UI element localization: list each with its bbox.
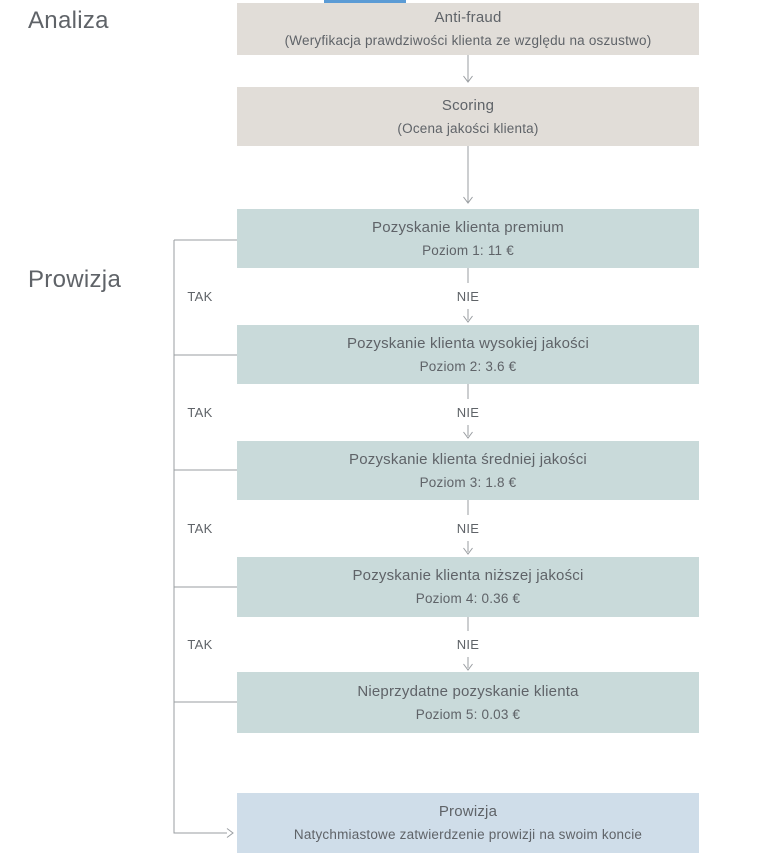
tak-label-3: TAK [187, 521, 213, 536]
tak-label-4: TAK [187, 637, 213, 652]
flow-step-high-quality: Pozyskanie klienta wysokiej jakości Pozi… [237, 325, 699, 384]
nie-label-3: NIE [456, 521, 480, 536]
arrowhead-down-icon [463, 431, 473, 439]
flow-step-title: Prowizja [438, 803, 498, 821]
arrowhead-down-icon [463, 75, 473, 83]
flow-step-subtitle: (Weryfikacja prawdziwości klienta ze wzg… [284, 33, 652, 49]
flow-step-subtitle: Poziom 1: 11 € [422, 242, 514, 258]
tak-label-1: TAK [187, 289, 213, 304]
arrowhead-down-icon [463, 196, 473, 204]
nie-label-4: NIE [456, 637, 480, 652]
arrowhead-down-icon [463, 547, 473, 555]
flow-step-title: Pozyskanie klienta średniej jakości [349, 450, 587, 468]
flow-step-unusable: Nieprzydatne pozyskanie klienta Poziom 5… [237, 672, 699, 733]
section-label-prowizja: Prowizja [28, 266, 122, 293]
nie-label-2: NIE [456, 405, 480, 420]
partial-top-box [324, 0, 406, 3]
flow-step-title: Scoring [441, 96, 495, 114]
arrowhead-down-icon [463, 663, 473, 671]
tak-label-2: TAK [187, 405, 213, 420]
nie-label-1: NIE [456, 289, 480, 304]
flow-step-title: Pozyskanie klienta niższej jakości [352, 567, 584, 585]
flow-step-anti-fraud: Anti-fraud (Weryfikacja prawdziwości kli… [237, 3, 699, 55]
flow-step-subtitle: (Ocena jakości klienta) [397, 120, 539, 136]
arrowhead-down-icon [463, 315, 473, 323]
flow-step-subtitle: Natychmiastowe zatwierdzenie prowizji na… [293, 827, 643, 843]
flow-step-subtitle: Poziom 3: 1.8 € [419, 474, 517, 490]
tak-rail [173, 240, 227, 834]
flow-step-title: Pozyskanie klienta wysokiej jakości [346, 334, 590, 352]
flow-step-premium: Pozyskanie klienta premium Poziom 1: 11 … [237, 209, 699, 268]
flow-step-scoring: Scoring (Ocena jakości klienta) [237, 87, 699, 146]
flow-step-subtitle: Poziom 4: 0.36 € [415, 591, 521, 607]
flow-step-title: Pozyskanie klienta premium [372, 218, 564, 236]
flow-step-subtitle: Poziom 2: 3.6 € [419, 358, 517, 374]
flow-step-title: Anti-fraud [434, 9, 502, 27]
flow-step-commission: Prowizja Natychmiastowe zatwierdzenie pr… [237, 793, 699, 853]
flow-step-title: Nieprzydatne pozyskanie klienta [357, 682, 579, 700]
flow-step-medium-quality: Pozyskanie klienta średniej jakości Pozi… [237, 441, 699, 500]
arrowhead-right-icon [226, 828, 234, 838]
flow-step-lower-quality: Pozyskanie klienta niższej jakości Pozio… [237, 557, 699, 617]
flow-step-subtitle: Poziom 5: 0.03 € [415, 706, 521, 722]
section-label-analiza: Analiza [28, 7, 109, 34]
